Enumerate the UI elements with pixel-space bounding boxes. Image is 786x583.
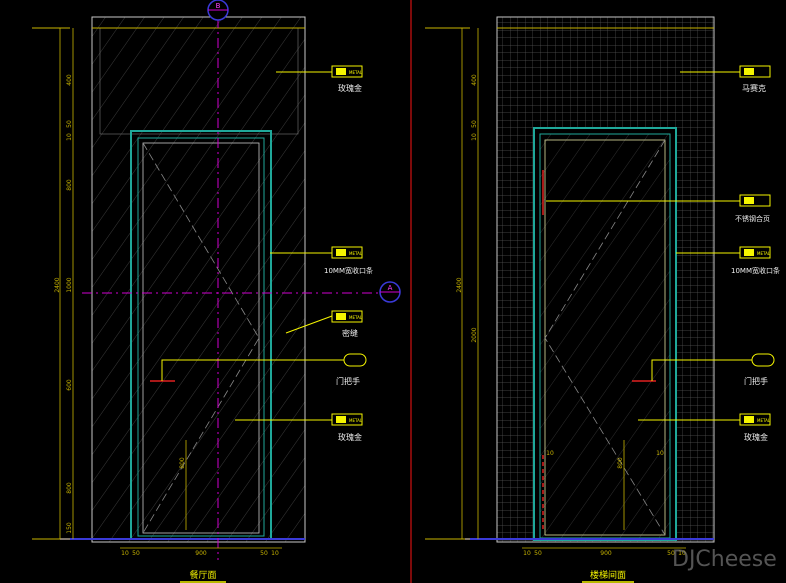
right-inner-dim-0: 10 [546, 450, 554, 457]
axis-marker-top-letter: B [216, 2, 221, 10]
right-tag-0: 马赛克 [739, 65, 771, 93]
left-door-leaf [142, 142, 260, 534]
right-dim-b2: 900 [600, 550, 612, 557]
right-inner-dim-1: 10 [656, 450, 664, 457]
svg-text:METAL: METAL [349, 70, 363, 75]
right-dim-v3: 2000 [471, 327, 478, 342]
right-tags [546, 71, 752, 421]
left-dim-v4: 1000 [66, 277, 73, 292]
left-tag-3: 门把手 [336, 353, 367, 386]
right-dim-b3: 50 [667, 550, 675, 557]
left-dim-b3: 50 [260, 550, 268, 557]
left-tag-2-label: 密缝 [342, 328, 358, 338]
left-dim-v5: 600 [66, 379, 73, 391]
right-elevation: 2400 400 50 10 2000 10 50 900 50 10 10 1… [425, 16, 780, 583]
right-tag-0-label: 马赛克 [742, 83, 766, 93]
svg-text:METAL: METAL [757, 251, 771, 256]
left-tag-3-label: 门把手 [336, 376, 360, 386]
left-dim-b0: 10 [121, 550, 129, 557]
left-tag-4: METAL 玫瑰金 [331, 413, 363, 442]
right-tag-4: METAL 玫瑰金 [739, 413, 771, 442]
left-elevation: B A 2400 400 50 10 800 1000 [32, 0, 401, 583]
right-title: 楼梯间面 [582, 569, 634, 583]
right-dim-v0: 400 [471, 74, 478, 86]
left-handle-dim: 800 [179, 457, 186, 469]
svg-text:METAL: METAL [349, 418, 363, 423]
left-door-swing [142, 142, 260, 534]
left-dim-b1: 50 [132, 550, 140, 557]
left-tag-0-label: 玫瑰金 [338, 83, 362, 93]
left-bottom-dimensions: 10 50 900 50 10 [120, 547, 282, 557]
right-dim-v2: 10 [471, 133, 478, 141]
left-vertical-dimensions: 2400 400 50 10 800 1000 600 800 150 [54, 28, 74, 539]
left-title-text: 餐厅面 [189, 569, 216, 581]
left-dim-v7: 150 [66, 522, 73, 534]
axis-marker-right-letter: A [388, 284, 393, 292]
left-tag-1-label: 10MM宽收口条 [324, 266, 373, 275]
left-wall-outline [91, 16, 306, 543]
right-handle-dim: 800 [617, 457, 624, 469]
right-dim-v1: 50 [471, 120, 478, 128]
left-dim-b4: 10 [271, 550, 279, 557]
left-tag-1: METAL 10MM宽收口条 [324, 246, 373, 275]
svg-text:METAL: METAL [349, 251, 363, 256]
axis-marker-top: B [207, 0, 229, 21]
right-tag-1: 不锈钢合页 [735, 194, 771, 223]
left-dim-b2: 900 [195, 550, 207, 557]
svg-text:METAL: METAL [349, 315, 363, 320]
left-dim-v6: 800 [66, 482, 73, 494]
watermark: DJCheese [672, 547, 777, 572]
left-dim-v0: 400 [66, 74, 73, 86]
right-title-text: 楼梯间面 [590, 569, 626, 581]
left-dim-v1: 50 [66, 120, 73, 128]
watermark-text: DJCheese [672, 547, 777, 572]
right-vertical-dimensions: 2400 400 50 10 2000 [456, 28, 479, 539]
right-door-swing [544, 139, 666, 536]
svg-text:METAL: METAL [757, 418, 771, 423]
right-bottom-dimensions: 10 50 900 50 10 10 10 [522, 450, 686, 557]
right-door-frame-inner [539, 133, 671, 539]
right-tag-1-label: 不锈钢合页 [735, 214, 770, 223]
right-dim-total: 2400 [456, 277, 463, 292]
left-door-frame-inner [137, 137, 265, 537]
right-tag-3-label: 门把手 [744, 376, 768, 386]
right-dim-b0: 10 [523, 550, 531, 557]
left-tags [161, 71, 344, 421]
left-dim-v3: 800 [66, 179, 73, 191]
left-tag-2: METAL 密缝 [331, 310, 363, 338]
left-tag-0: METAL 玫瑰金 [331, 65, 363, 93]
right-tag-4-label: 玫瑰金 [744, 432, 768, 442]
right-dim-b1: 50 [534, 550, 542, 557]
right-tag-2: METAL 10MM宽收口条 [731, 246, 780, 275]
axis-marker-right: A [379, 281, 401, 303]
left-title: 餐厅面 [180, 569, 226, 583]
left-tag-4-label: 玫瑰金 [338, 432, 362, 442]
right-dim-b4: 10 [678, 550, 686, 557]
left-dim-v2: 10 [66, 133, 73, 141]
right-tag-2-label: 10MM宽收口条 [731, 266, 780, 275]
right-tag-3: 门把手 [744, 353, 775, 386]
left-dim-total: 2400 [54, 277, 61, 292]
